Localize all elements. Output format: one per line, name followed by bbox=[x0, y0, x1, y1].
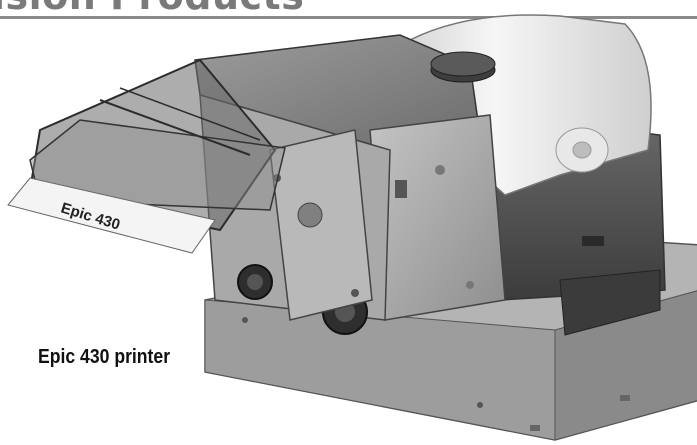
header-divider bbox=[0, 16, 697, 19]
page-header-title: ision Products bbox=[0, 0, 304, 18]
image-caption: Epic 430 printer bbox=[38, 346, 171, 368]
